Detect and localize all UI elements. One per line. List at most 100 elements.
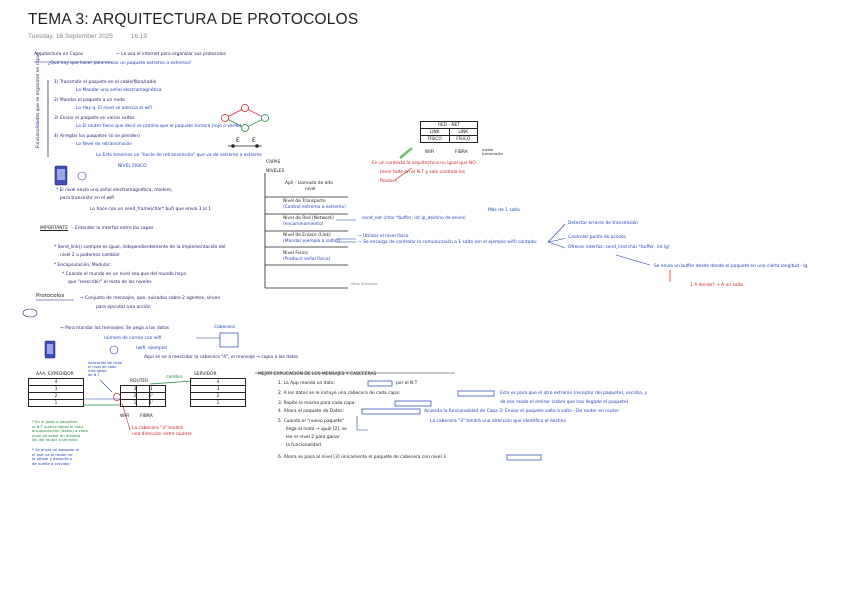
green-note-9: de vuelta a servidor	[32, 461, 70, 466]
salto: 1 A donde? → A un salto	[690, 283, 743, 288]
layer-app-b: nivel	[305, 187, 316, 192]
mejor-1: 1. La App manda un dato:	[278, 381, 335, 386]
expedidor-row-2: 2	[29, 393, 84, 400]
para-mandar: → Para mandar los mensajes: Se pega a lo…	[60, 326, 169, 331]
link-cell-1: LINK	[421, 129, 450, 136]
protocolos-def-2: para ejecutar una acción	[96, 305, 151, 310]
expedidor-row-1: 1	[29, 400, 84, 407]
layer-physical: Nivel Físico	[283, 251, 308, 256]
router-right-1: 1'	[137, 400, 166, 407]
layer-link: Nivel de Enlace (Link)	[283, 233, 331, 238]
aaa-label: AAA. EXPEDIDOR	[36, 372, 74, 377]
capas-label: CAPAS	[266, 160, 280, 165]
link-cell-2: LINK	[449, 129, 478, 136]
expedidor-stack: 4 3 2 1	[28, 378, 84, 407]
side-label: Funcionalidades que se organizan en capa…	[36, 52, 41, 148]
la-cabecera: La cabecera "3" tendrá	[132, 426, 183, 431]
layer-link-b: (Mandar ejemplo a saltos)	[283, 239, 340, 244]
controlar: Controlar punto de acceso	[568, 235, 626, 240]
servidor-label: SERVIDOR	[194, 372, 217, 377]
mejor-4b: Acuerda la funcionalidad de Capa 3: Envi…	[424, 409, 619, 414]
red-net-header: RED - NET	[421, 122, 478, 129]
servidor-row-3: 3	[191, 386, 246, 393]
node-e-right: E	[252, 138, 256, 143]
process-note-3: Lo hace con un send_frame(char* buf) que…	[90, 207, 211, 212]
mejor-5: 5. Cuando el "nuevo paquete"	[278, 419, 344, 424]
cambia-label: cambia	[166, 375, 182, 380]
step-4-detail: Lo Nivel de retransmisión	[76, 142, 132, 147]
nivel-fisico-label: NIVEL FISICO	[118, 164, 147, 169]
layer-network: Nivel de Red (Network)	[283, 216, 334, 221]
process-note-1: * El nivel envía una señal electromagnét…	[56, 188, 172, 193]
wifi-label: WIFI	[425, 150, 434, 155]
send-net: send_net (char *buffer, int ip_destino d…	[362, 216, 466, 221]
green-note-5: los del router a servidor	[32, 437, 77, 442]
expedidor-row-4: 4	[29, 379, 84, 386]
mejor-2: 2. A los datos se le incluye una cabecer…	[278, 391, 400, 396]
mejor-2b: Esto es para que el otro extremo (recept…	[500, 391, 647, 396]
ofrecer: Ofrecer interfaz: send_link(char *buffer…	[568, 245, 670, 250]
red-note-3: Routers	[380, 179, 397, 184]
green-notes-2: * Se envía un paquete al el que va al ro…	[32, 448, 79, 466]
mejor-5d: la funcionalidad	[286, 443, 321, 448]
detectar: Detectar errores de transmisión	[568, 221, 638, 226]
mejor-title: MEJOR EXPLICACIÓN DE LOS MENSAJES Y CABE…	[258, 372, 376, 377]
se-encarga: ~ Se encarga de controlar la comunicació…	[358, 240, 537, 245]
fibra-label: FIBRA	[455, 150, 468, 155]
aqui-ve: Aquí se ve a reescribir la cabecera "4",…	[144, 355, 298, 360]
layer-transport: Nivel de Transporte	[283, 199, 326, 204]
mas-salto: Más de 1 salto	[488, 208, 520, 213]
mejor-2c: de ese modo el emisor (sobre que has lle…	[500, 400, 628, 405]
servidor-row-4: 4	[191, 379, 246, 386]
importante-heading: IMPORTANTE	[40, 226, 68, 231]
mejor-3: 3. Repite lo mismo para cada capa:	[278, 401, 356, 406]
servidor-row-2: 2	[191, 393, 246, 400]
step-4: 4) Arreglar los paquetes (si se pierden)	[54, 134, 140, 139]
red-note-1: En un contexto la arquitectura no igual …	[372, 161, 476, 166]
mejor-4: 4. Ahora el paquete de Datos:	[278, 409, 344, 414]
numero-correo: número de correo con wifi	[104, 336, 161, 341]
expedidor-row-3: 3	[29, 386, 84, 393]
step-4-note: Lo Esto tenemos un "bucle de retransmisi…	[96, 153, 262, 158]
phy-cell-2: FÍSICO	[449, 136, 478, 143]
layer-physical-b: (Producir señal física)	[283, 257, 330, 262]
router-stack-right: 3 2' 1'	[136, 385, 166, 407]
step-1-detail: Lo Mandar una señal electromagnética	[76, 88, 162, 93]
step-3: 3) Enviar el paquete en varios saltos	[54, 116, 135, 121]
utilizar: ~ Utilizar el nivel físico	[358, 234, 408, 239]
importante-2b: * Cuando el mundo en un nivel sea que de…	[62, 272, 186, 277]
layer-network-b: (encaminamiento)	[283, 222, 323, 227]
importante-1: * Send_link() siempre es igual, independ…	[54, 245, 225, 250]
router-fibra: FIBRA	[140, 414, 153, 419]
mejor-5c: lee el nivel 2 para ganar	[286, 435, 340, 440]
se-envia: Se envía un buffer desde donde el paquet…	[654, 264, 807, 269]
other-systems: Otros Sistemas	[350, 282, 377, 287]
transmision-text: transmisión	[482, 152, 503, 156]
aplicacion-nodo-note: Aplicación de nodo el nivel de cada más …	[88, 361, 122, 377]
arq-question: ¿Qué hay que hacer para enviar un paquet…	[48, 61, 191, 66]
router-wifi: WIFI	[120, 414, 129, 419]
importante-2c: que "reescribir" el resto de los niveles	[68, 280, 152, 285]
cabecera-label: Cabecera	[214, 325, 235, 330]
ejemplo: (wifi, ejemplo)	[136, 346, 167, 351]
importante-2: * Encapsulación, Modular:	[54, 263, 111, 268]
de-n-t: de N.T	[88, 373, 100, 377]
step-2: 2) Mandar el paquete a un nodo	[54, 98, 125, 103]
protocolos-heading: Protocolos	[36, 294, 64, 299]
step-2-detail: Lo Hay q. El nivel se adecúa al wifi	[76, 106, 152, 111]
niveles-label: NIVELES	[266, 169, 284, 174]
protocolos-def: ~ Conjunto de mensajes, que, avisados so…	[80, 296, 220, 301]
step-3-detail: Lo El router tiene que decir el camino q…	[76, 124, 241, 129]
la-cabecera-2: una dirección entre routers	[132, 432, 192, 437]
process-note-2: para transmitir en el wifi	[60, 196, 114, 201]
router-label: ROUTER	[130, 379, 148, 384]
layer-transport-b: (Control extremo a extremo)	[283, 205, 346, 210]
green-notes-1: * En el paso a paquetes el N.T vuelve so…	[32, 420, 88, 443]
mejor-5b: llega al nodo → igual [2], se	[286, 427, 347, 432]
mejor-1b: por el N.T	[396, 381, 417, 386]
importante-def: - Entender la interfaz entre las capas	[72, 226, 153, 231]
phy-cell-1: FÍSICO	[421, 136, 450, 143]
node-e-left: E	[236, 138, 240, 143]
